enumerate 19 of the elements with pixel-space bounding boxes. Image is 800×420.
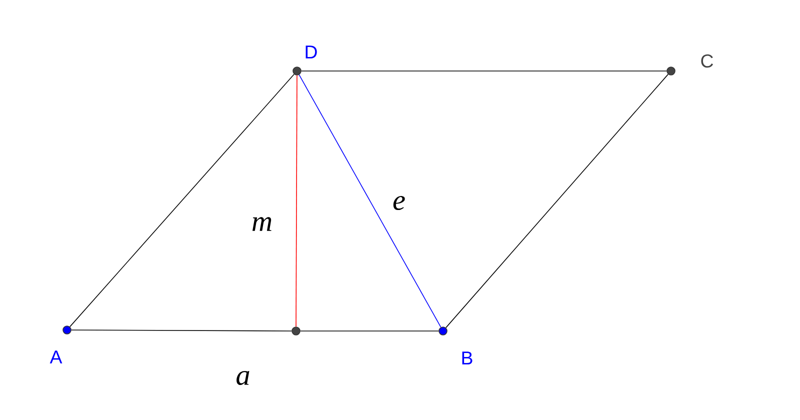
line-segment bbox=[70, 74, 294, 328]
point-dot bbox=[438, 326, 448, 336]
point-label: C bbox=[701, 54, 714, 68]
point-label: D bbox=[306, 46, 317, 58]
line-segment bbox=[71, 330, 292, 332]
point-dot bbox=[62, 326, 72, 334]
point-label: A bbox=[50, 350, 62, 364]
point-dot bbox=[292, 66, 302, 76]
line-segment bbox=[296, 75, 298, 327]
line-segment bbox=[300, 330, 439, 332]
line-segment bbox=[298, 74, 442, 328]
edge-label: e bbox=[393, 196, 405, 210]
point-label: B bbox=[462, 352, 472, 364]
edge-label: m bbox=[252, 217, 272, 231]
line-segment bbox=[301, 70, 667, 72]
point-dot bbox=[666, 66, 676, 76]
line-segment bbox=[446, 74, 668, 328]
point-dot bbox=[292, 326, 300, 336]
edge-label: a bbox=[236, 370, 250, 386]
